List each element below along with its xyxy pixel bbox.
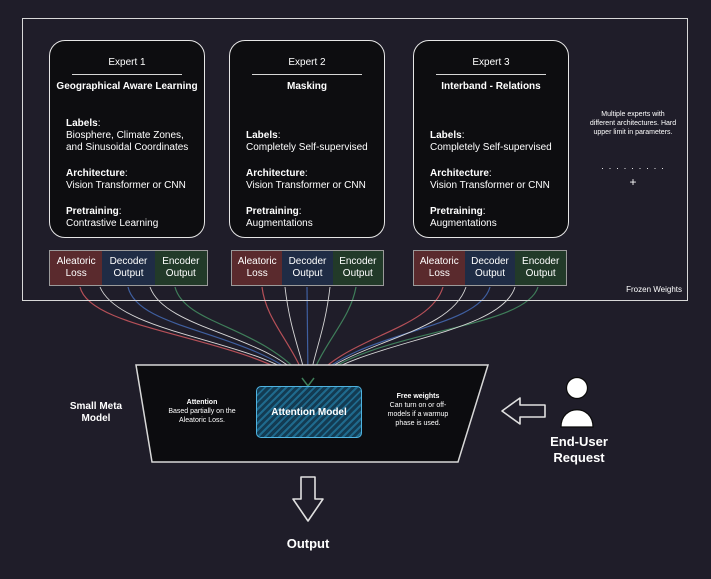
pretraining-heading: Pretraining	[246, 206, 299, 217]
plus-icon: +	[629, 175, 637, 189]
attention-text: Based partially on the Aleatoric Loss.	[168, 408, 236, 424]
expert-pretraining: Pretraining: Augmentations	[430, 206, 497, 229]
expert-architecture: Architecture: Vision Transformer or CNN	[430, 168, 550, 191]
free-weights-text: Can turn on or off- models if a warmup p…	[387, 402, 449, 427]
pretraining-heading: Pretraining	[66, 206, 119, 217]
decoder-output-cell: Decoder Output	[464, 251, 516, 285]
architecture-text: Vision Transformer or CNN	[430, 180, 550, 191]
architecture-heading: Architecture	[246, 168, 305, 179]
expert-divider	[72, 74, 182, 75]
attention-heading: Attention	[186, 399, 218, 406]
labels-heading: Labels	[430, 130, 462, 141]
architecture-text: Vision Transformer or CNN	[246, 180, 366, 191]
expert-labels: Labels: Completely Self-supervised	[246, 130, 368, 153]
expert-pretraining: Pretraining: Contrastive Learning	[66, 206, 159, 229]
user-icon	[561, 376, 593, 428]
expert-title: Expert 2	[288, 57, 326, 68]
decoder-output-cell: Decoder Output	[102, 251, 155, 285]
expert-3-outputs: Aleatoric Loss Decoder Output Encoder Ou…	[413, 250, 567, 286]
expert-divider	[252, 74, 362, 75]
architecture-heading: Architecture	[430, 168, 489, 179]
expert-labels: Labels: Completely Self-supervised	[430, 130, 552, 153]
encoder-output-cell: Encoder Output	[515, 251, 567, 285]
frozen-experts-frame	[22, 18, 688, 301]
expert-labels: Labels: Biosphere, Climate Zones, and Si…	[66, 118, 189, 153]
expert-pretraining: Pretraining: Augmentations	[246, 206, 313, 229]
multiple-experts-note: Multiple experts with different architec…	[589, 111, 677, 136]
attention-note: Attention Based partially on the Aleator…	[156, 398, 248, 425]
decoder-output-cell: Decoder Output	[282, 251, 333, 285]
expert-2-outputs: Aleatoric Loss Decoder Output Encoder Ou…	[231, 250, 384, 286]
encoder-output-cell: Encoder Output	[154, 251, 207, 285]
architecture-text: Vision Transformer or CNN	[66, 180, 186, 191]
pretraining-text: Augmentations	[430, 218, 497, 229]
expert-task: Geographical Aware Learning	[56, 81, 198, 92]
expert-card-2: Expert 2 Masking Labels: Completely Self…	[229, 40, 385, 238]
meta-model-label: Small Meta Model	[69, 401, 123, 424]
architecture-heading: Architecture	[66, 168, 125, 179]
labels-heading: Labels	[66, 118, 98, 129]
expert-task: Interband - Relations	[441, 81, 541, 92]
labels-text: Completely Self-supervised	[246, 142, 368, 153]
attention-model-box: Attention Model	[256, 386, 362, 438]
free-weights-heading: Free weights	[396, 393, 440, 400]
frozen-weights-label: Frozen Weights	[626, 285, 682, 294]
pretraining-text: Contrastive Learning	[66, 218, 159, 229]
labels-text: Completely Self-supervised	[430, 142, 552, 153]
expert-1-outputs: Aleatoric Loss Decoder Output Encoder Ou…	[49, 250, 208, 286]
free-weights-note: Free weights Can turn on or off- models …	[378, 392, 458, 428]
expert-architecture: Architecture: Vision Transformer or CNN	[66, 168, 186, 191]
ellipsis-dots: · · · · · · · · ·	[601, 163, 665, 173]
expert-title: Expert 3	[472, 57, 510, 68]
expert-card-1: Expert 1 Geographical Aware Learning Lab…	[49, 40, 205, 238]
expert-title: Expert 1	[108, 57, 146, 68]
end-user-request-label: End-User Request	[550, 434, 608, 465]
pretraining-heading: Pretraining	[430, 206, 483, 217]
expert-card-3: Expert 3 Interband - Relations Labels: C…	[413, 40, 569, 238]
expert-task: Masking	[286, 81, 327, 92]
encoder-output-cell: Encoder Output	[332, 251, 383, 285]
expert-architecture: Architecture: Vision Transformer or CNN	[246, 168, 366, 191]
expert-divider	[436, 74, 546, 75]
aleatoric-loss-cell: Aleatoric Loss	[414, 251, 465, 285]
aleatoric-loss-cell: Aleatoric Loss	[232, 251, 283, 285]
labels-text: Biosphere, Climate Zones, and Sinusoidal…	[66, 130, 189, 153]
aleatoric-loss-cell: Aleatoric Loss	[50, 251, 103, 285]
pretraining-text: Augmentations	[246, 218, 313, 229]
output-label: Output	[286, 536, 330, 551]
labels-heading: Labels	[246, 130, 278, 141]
